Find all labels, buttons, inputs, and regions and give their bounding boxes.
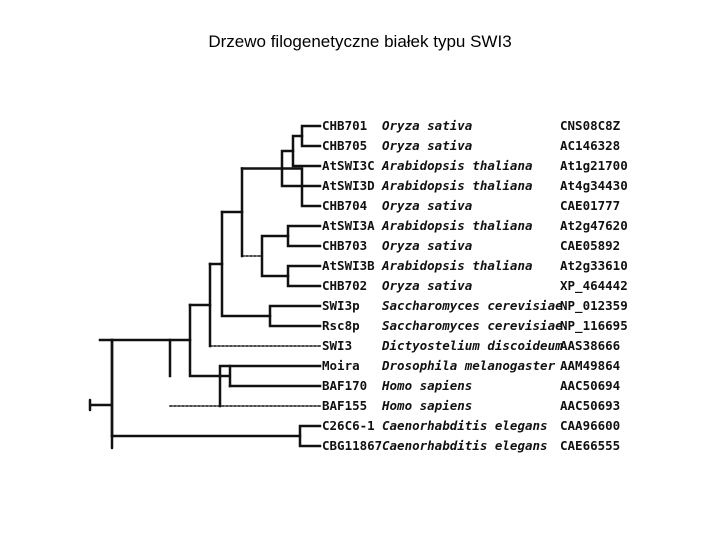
leaf-accession: AAS38666 <box>560 338 621 353</box>
leaf-accession: AAC50694 <box>560 378 621 393</box>
root <box>88 338 114 450</box>
leaf-species: Caenorhabditis elegans <box>382 438 548 453</box>
diagram-title: Drzewo filogenetyczne białek typu SWI3 <box>208 32 512 51</box>
leaf-name: CHB703 <box>322 238 368 253</box>
leaf-accession: CAA96600 <box>560 418 621 433</box>
leaf-name: CHB704 <box>322 198 368 213</box>
tree-leaf-row: CHB704 Oryza sativa CAE01777 <box>80 196 640 216</box>
leaf-accession: At4g34430 <box>560 178 628 193</box>
leaf-accession: CAE66555 <box>560 438 621 453</box>
leaf-accession: NP_012359 <box>560 298 628 313</box>
tree-leaf-row: AtSWI3C Arabidopsis thaliana At1g21700 <box>80 156 640 176</box>
leaf-name: AtSWI3D <box>322 178 375 193</box>
branch <box>260 234 290 278</box>
leaf-name: CHB701 <box>322 118 368 133</box>
leaf-species: Oryza sativa <box>382 118 473 133</box>
leaf-name: SWI3 <box>322 338 353 353</box>
leaf-accession: AAM49864 <box>560 358 621 373</box>
leaf-name: AtSWI3A <box>322 218 375 233</box>
leaf-species: Caenorhabditis elegans <box>382 418 548 433</box>
leaf-species: Arabidopsis thaliana <box>382 158 533 173</box>
tree-leaf-row: CHB705 Oryza sativa AC146328 <box>80 136 640 156</box>
leaf-species: Arabidopsis thaliana <box>382 258 533 273</box>
branch <box>218 364 322 408</box>
tree-leaf-row: C26C6-1 Caenorhabditis elegans CAA96600 <box>80 416 640 436</box>
tree-leaf-row: CHB701 Oryza sativa CNS08C8Z <box>80 116 640 136</box>
tree-leaf-row: BAF155 Homo sapiens AAC50693 <box>80 396 640 416</box>
leaf-species: Homo sapiens <box>382 378 473 393</box>
leaf-species: Oryza sativa <box>382 238 473 253</box>
leaf-accession: AC146328 <box>560 138 621 153</box>
leaf-name: CHB705 <box>322 138 368 153</box>
leaf-accession: XP_464442 <box>560 278 628 293</box>
leaf-accession: AAC50693 <box>560 398 621 413</box>
leaf-name: C26C6-1 <box>322 418 375 433</box>
leaf-species: Saccharomyces cerevisiae <box>382 298 563 313</box>
leaf-name: BAF155 <box>322 398 368 413</box>
leaf-name: CHB702 <box>322 278 368 293</box>
leaf-accession: At1g21700 <box>560 158 628 173</box>
tree-leaf-row: AtSWI3B Arabidopsis thaliana At2g33610 <box>80 256 640 276</box>
leaf-species: Saccharomyces cerevisiae <box>382 318 563 333</box>
leaf-accession: CAE05892 <box>560 238 621 253</box>
tree-leaf-row: AtSWI3D Arabidopsis thaliana At4g34430 <box>80 176 640 196</box>
leaf-species: Arabidopsis thaliana <box>382 178 533 193</box>
leaf-name: AtSWI3C <box>322 158 375 173</box>
leaf-species: Arabidopsis thaliana <box>382 218 533 233</box>
leaf-species: Oryza sativa <box>382 138 473 153</box>
leaf-species: Homo sapiens <box>382 398 473 413</box>
tree-leaf-row: AtSWI3A Arabidopsis thaliana At2g47620 <box>80 216 640 236</box>
branch <box>218 364 232 388</box>
leaf-accession: CNS08C8Z <box>560 118 621 133</box>
leaf-name: SWI3p <box>322 298 360 313</box>
tree-leaf-row: CHB702 Oryza sativa XP_464442 <box>80 276 640 296</box>
leaf-accession: At2g47620 <box>560 218 628 233</box>
leaf-accession: CAE01777 <box>560 198 621 213</box>
leaf-species: Drosophila melanogaster <box>382 358 556 373</box>
leaf-species: Oryza sativa <box>382 278 473 293</box>
leaf-name: Rsc8p <box>322 318 360 333</box>
leaf-accession: At2g33610 <box>560 258 628 273</box>
leaf-name: CBG11867 <box>322 438 383 453</box>
leaf-name: AtSWI3B <box>322 258 375 273</box>
leaf-name: BAF170 <box>322 378 368 393</box>
branch <box>280 167 322 208</box>
tree-leaf-row: BAF170 Homo sapiens AAC50694 <box>80 376 640 396</box>
leaf-accession: NP_116695 <box>560 318 628 333</box>
tree-leaf-row: Moira Drosophila melanogaster AAM49864 <box>80 356 640 376</box>
leaf-name: Moira <box>322 358 360 373</box>
tree-branches <box>88 124 322 450</box>
tree-leaf-row: CHB703 Oryza sativa CAE05892 <box>80 236 640 256</box>
leaf-species: Oryza sativa <box>382 198 473 213</box>
leaf-species: Dictyostelium discoideum <box>382 338 563 353</box>
